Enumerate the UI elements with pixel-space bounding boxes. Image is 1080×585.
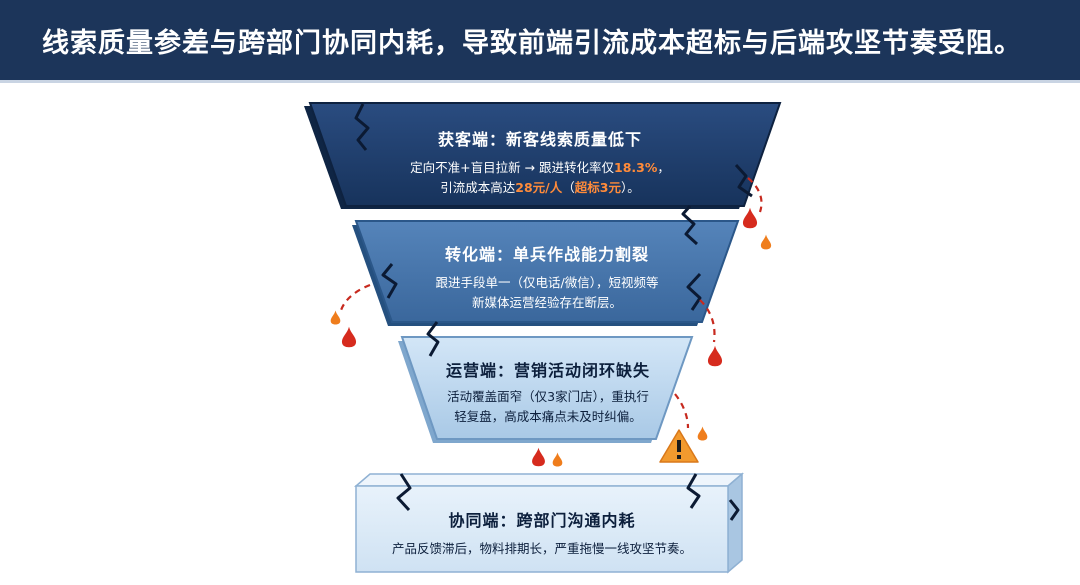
excess-cost-value: 超标3元	[575, 180, 621, 195]
tier-2-title: 转化端：单兵作战能力割裂	[392, 241, 702, 265]
tier-1-line2-mid: （	[562, 180, 575, 195]
tier-1-line1-post: ，	[657, 160, 670, 175]
tier-4-text: 协同端：跨部门沟通内耗 产品反馈滞后，物料排期长，严重拖慢一线攻坚节奏。	[362, 507, 722, 559]
tier-3-title: 运营端：营销活动闭环缺失	[430, 357, 666, 381]
tier-3-line1: 活动覆盖面窄（仅3家门店），重执行	[430, 387, 666, 407]
tier-2-body: 跟进手段单一（仅电话/微信），短视频等 新媒体运营经验存在断层。	[392, 273, 702, 313]
tier-3-body: 活动覆盖面窄（仅3家门店），重执行 轻复盘，高成本痛点未及时纠偏。	[430, 387, 666, 427]
tier-4-body: 产品反馈滞后，物料排期长，严重拖慢一线攻坚节奏。	[362, 539, 722, 559]
tier-1-line2-pre: 引流成本高达	[440, 180, 515, 195]
tier-2-line1: 跟进手段单一（仅电话/微信），短视频等	[392, 273, 702, 293]
cost-per-lead-value: 28元/人	[515, 180, 562, 195]
tier-1-line2-post: ）。	[621, 180, 640, 195]
tier-1-line1-pre: 定向不准+盲目拉新 → 跟进转化率仅	[410, 160, 614, 175]
tier-3-text: 运营端：营销活动闭环缺失 活动覆盖面窄（仅3家门店），重执行 轻复盘，高成本痛点…	[430, 357, 666, 427]
tier-1-text: 获客端：新客线索质量低下 定向不准+盲目拉新 → 跟进转化率仅18.3%， 引流…	[362, 126, 718, 198]
tier-4-title: 协同端：跨部门沟通内耗	[362, 507, 722, 531]
conversion-rate-value: 18.3%	[614, 160, 657, 175]
tier-2-text: 转化端：单兵作战能力割裂 跟进手段单一（仅电话/微信），短视频等 新媒体运营经验…	[392, 241, 702, 313]
tier-4-line1: 产品反馈滞后，物料排期长，严重拖慢一线攻坚节奏。	[362, 539, 722, 559]
tier-1-body: 定向不准+盲目拉新 → 跟进转化率仅18.3%， 引流成本高达28元/人（超标3…	[362, 158, 718, 198]
warning-icon	[660, 430, 698, 462]
tier-1-title: 获客端：新客线索质量低下	[362, 126, 718, 150]
tier-3-line2: 轻复盘，高成本痛点未及时纠偏。	[430, 407, 666, 427]
tier-2-line2: 新媒体运营经验存在断层。	[392, 293, 702, 313]
